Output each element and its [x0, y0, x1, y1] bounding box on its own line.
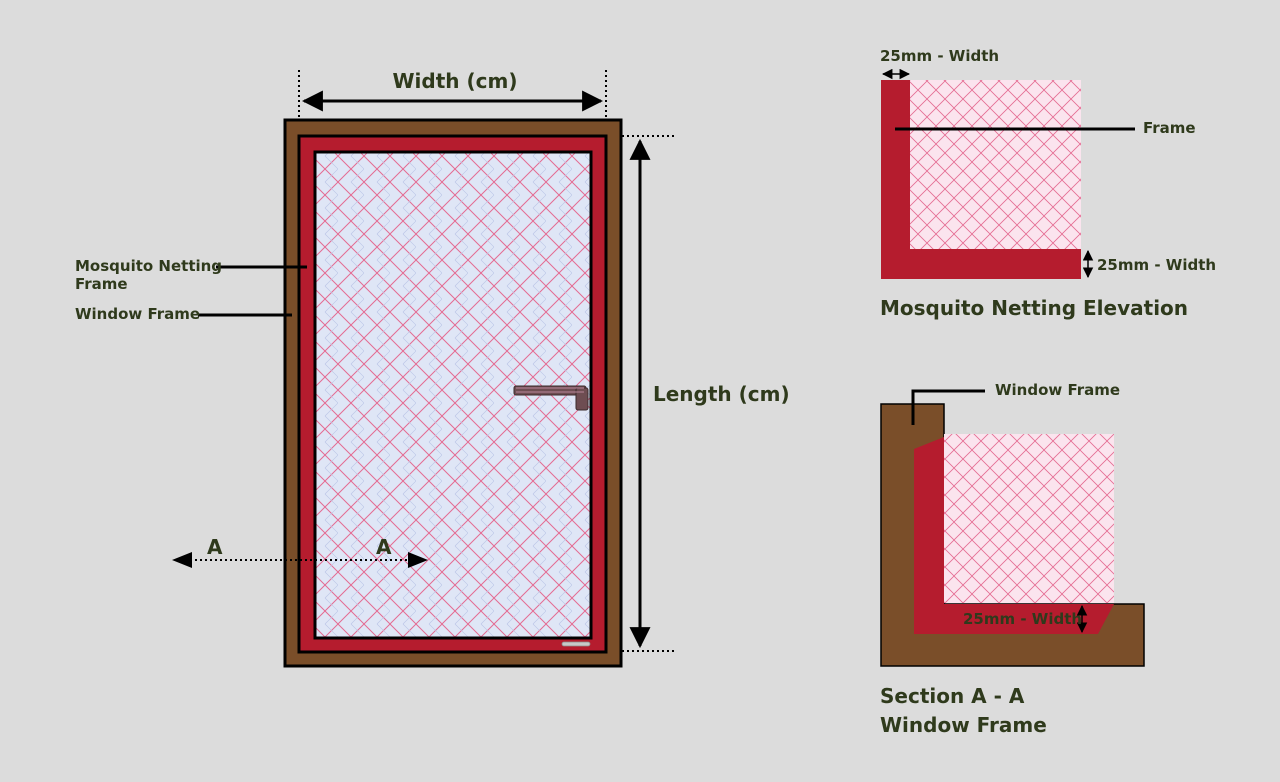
- section-netting-frame: [914, 437, 1114, 634]
- elevation-detail: 25mm - Width Frame 25mm - Width Mosquito…: [880, 47, 1216, 320]
- window-frame-label: Window Frame: [75, 305, 200, 323]
- section-title-line1: Section A - A: [880, 684, 1025, 708]
- section-mesh: [944, 434, 1114, 603]
- elevation-side-width-label: 25mm - Width: [1097, 256, 1216, 274]
- section-arrow-right: [408, 552, 428, 568]
- width-label: Width (cm): [393, 69, 518, 93]
- section-title-line2: Window Frame: [880, 713, 1047, 737]
- section-detail: Window Frame 25mm - Width Section A - A …: [880, 381, 1145, 737]
- section-window-frame-leader: [911, 389, 985, 425]
- elevation-title: Mosquito Netting Elevation: [880, 296, 1188, 320]
- elevation-frame-corner: [881, 80, 1081, 279]
- section-window-frame-label: Window Frame: [995, 381, 1120, 399]
- section-mark-left: A: [207, 535, 223, 559]
- section-title: Section A - A Window Frame: [880, 684, 1047, 737]
- section-width-label: 25mm - Width: [963, 610, 1082, 628]
- length-label: Length (cm): [653, 382, 790, 406]
- elevation-top-width-label: 25mm - Width: [880, 47, 999, 65]
- elevation-mesh: [910, 80, 1081, 249]
- window-handle-icon: [513, 385, 589, 411]
- section-mark-right: A: [376, 535, 392, 559]
- mosquito-netting-label-line1: Mosquito Netting: [75, 257, 222, 275]
- mosquito-netting-label-line2: Frame: [75, 275, 128, 293]
- elevation-frame-label: Frame: [1143, 119, 1196, 137]
- section-arrow-left: [172, 552, 192, 568]
- mosquito-netting-frame-label: Mosquito Netting Frame: [75, 257, 227, 293]
- main-window-view: Width (cm) Length (cm) Mosquito Netting …: [75, 69, 790, 668]
- latch-icon: [561, 641, 591, 647]
